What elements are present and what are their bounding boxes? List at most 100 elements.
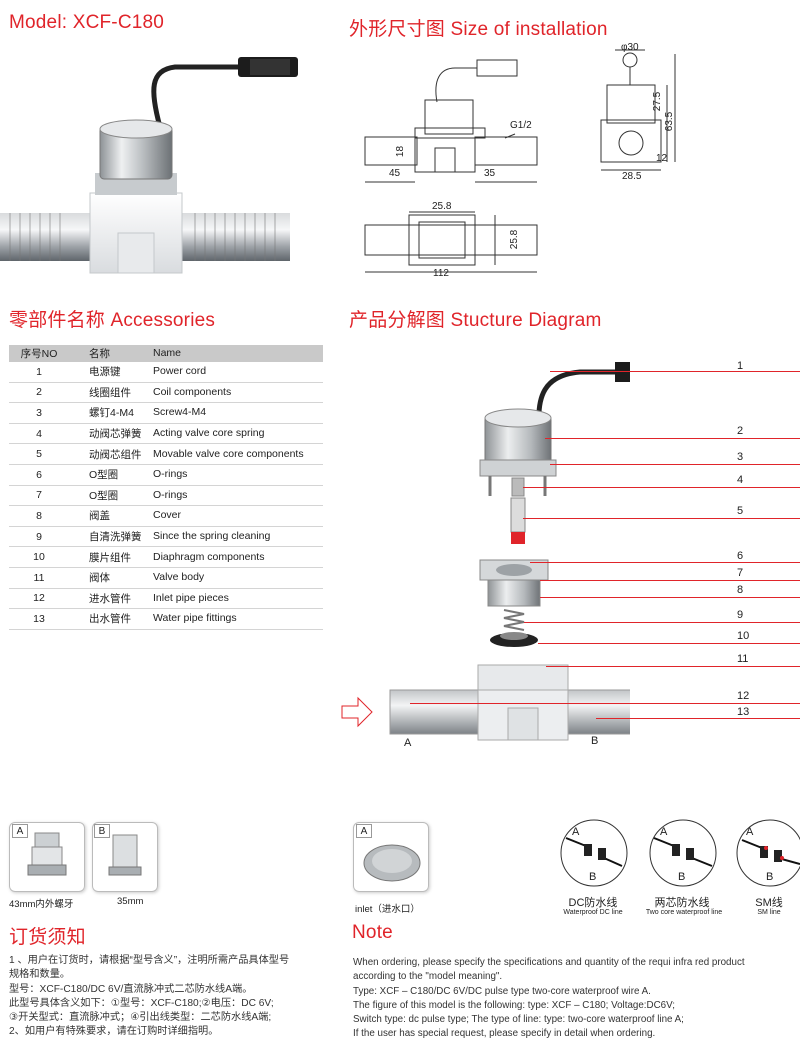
structure-label-12: 12 (737, 690, 750, 702)
port-a-label: A (404, 737, 412, 749)
svg-text:B: B (678, 871, 685, 883)
dim-width-side: 25.8 (509, 229, 521, 250)
leader-line-5 (523, 518, 800, 519)
table-row: 8 阀盖 Cover (9, 506, 323, 527)
col-en: Name (153, 347, 182, 359)
port-b-label: B (591, 735, 599, 747)
row-en: Valve body (153, 571, 205, 584)
row-cn: O型圈 (89, 469, 119, 482)
row-no: 1 (36, 365, 42, 378)
note-line-4: The figure of this model is the followin… (353, 999, 676, 1011)
dim-w-bottom: 28.5 (622, 171, 642, 182)
row-en: Water pipe fittings (153, 612, 237, 625)
order-line-1: 1 、用户在订货时，请根据“型号含义”，注明所需产品具体型号 (9, 955, 290, 966)
row-cn: 膜片组件 (89, 551, 131, 564)
table-row: 10 膜片组件 Diaphragm components (9, 547, 323, 568)
row-cn: 阀盖 (89, 510, 110, 523)
wire-type-1-en: Waterproof DC line (563, 909, 623, 916)
order-line-3: 型号：XCF-C180/DC 6V/直流脉冲式二芯防水线A端。 (9, 983, 253, 995)
row-cn: 电源键 (89, 366, 121, 379)
dim-h1: 27.5 (652, 91, 664, 112)
row-no: 6 (36, 468, 42, 481)
row-en: Coil components (153, 385, 232, 398)
order-line-5: ③开关型式：直流脉冲式；④引出线类型：二芯防水线A端; (9, 1012, 272, 1024)
row-en: Movable valve core components (153, 447, 304, 460)
svg-text:A: A (660, 826, 668, 838)
row-no: 13 (33, 612, 45, 625)
installation-heading: 外形尺寸图 Size of installation (349, 19, 608, 40)
fitting-b-box (92, 822, 158, 892)
model-heading: Model: XCF-C180 (9, 12, 165, 33)
svg-text:A: A (746, 826, 754, 838)
note-line-3: Type: XCF – C180/DC 6V/DC pulse type two… (353, 985, 651, 997)
fitting-a-tag: A (12, 824, 28, 838)
leader-line-6 (530, 562, 800, 563)
dim-left: 45 (389, 168, 401, 179)
note-line-2: according to the "model meaning". (353, 971, 503, 983)
order-line-4: 此型号具体含义如下：①型号：XCF-C180;②电压：DC 6V; (9, 997, 274, 1009)
row-en: O-rings (153, 488, 188, 501)
row-no: 11 (33, 571, 45, 584)
structure-label-8: 8 (737, 584, 744, 596)
row-no: 8 (36, 509, 42, 522)
row-no: 10 (33, 551, 45, 564)
row-cn: 动阀芯弹簧 (89, 428, 142, 441)
order-line-6: 2、如用户有特殊要求，请在订购时详细指明。 (9, 1026, 219, 1038)
leader-line-8 (540, 597, 800, 598)
note-text: When ordering, please specify the specif… (353, 956, 798, 1042)
row-cn: 出水管件 (89, 613, 131, 626)
dim-diameter: φ30 (621, 42, 639, 53)
inlet-caption: inlet（进水口） (355, 904, 420, 915)
wire-type-2-en: Two core waterproof line (645, 909, 723, 916)
leader-line-13 (596, 718, 800, 719)
note-line-6: If the user has special request, please … (353, 1028, 656, 1040)
inlet-filter-image (363, 844, 421, 882)
table-row: 5 动阀芯组件 Movable valve core components (9, 444, 323, 465)
row-en: Since the spring cleaning (153, 530, 271, 543)
structure-label-13: 13 (737, 706, 750, 718)
row-no: 5 (36, 448, 42, 461)
structure-label-11: 11 (737, 653, 749, 665)
row-no: 3 (36, 406, 42, 419)
installation-drawing (364, 49, 676, 273)
dim-right: 35 (484, 168, 496, 179)
row-cn: O型圈 (89, 489, 119, 502)
fitting-a-image (27, 832, 67, 876)
row-no: 12 (33, 592, 45, 605)
structure-label-3: 3 (737, 451, 744, 463)
table-header: 序号NO 名称 Name (9, 345, 323, 362)
leader-line-11 (546, 666, 800, 667)
dim-width-top: 25.8 (432, 201, 452, 212)
row-cn: 进水管件 (89, 592, 131, 605)
order-line-2: 规格和数量。 (9, 969, 71, 981)
row-en: Screw4-M4 (153, 406, 207, 419)
row-en: Cover (153, 509, 182, 522)
inlet-box (353, 822, 429, 892)
leader-line-1 (550, 371, 800, 372)
col-no: 序号NO (20, 348, 58, 360)
inlet-tag: A (356, 824, 372, 838)
structure-label-7: 7 (737, 567, 744, 579)
row-cn: 动阀芯组件 (89, 448, 142, 461)
svg-text:B: B (589, 871, 596, 883)
leader-line-10 (538, 643, 800, 644)
note-heading: Note (352, 922, 393, 943)
order-heading: 订货须知 (9, 927, 86, 948)
fitting-a-caption: 43mm内外螺牙 (9, 899, 74, 910)
row-en: Diaphragm components (153, 550, 265, 563)
order-notes: 1 、用户在订货时，请根据“型号含义”，注明所需产品具体型号 规格和数量。 型号… (9, 954, 339, 1040)
svg-text:A: A (572, 826, 580, 838)
wire-type-1-cn: DC防水线 (568, 897, 618, 909)
note-line-5: Switch type: dc pulse type; The type of … (353, 1014, 684, 1026)
leader-line-2 (545, 438, 800, 439)
row-cn: 线圈组件 (89, 386, 131, 399)
